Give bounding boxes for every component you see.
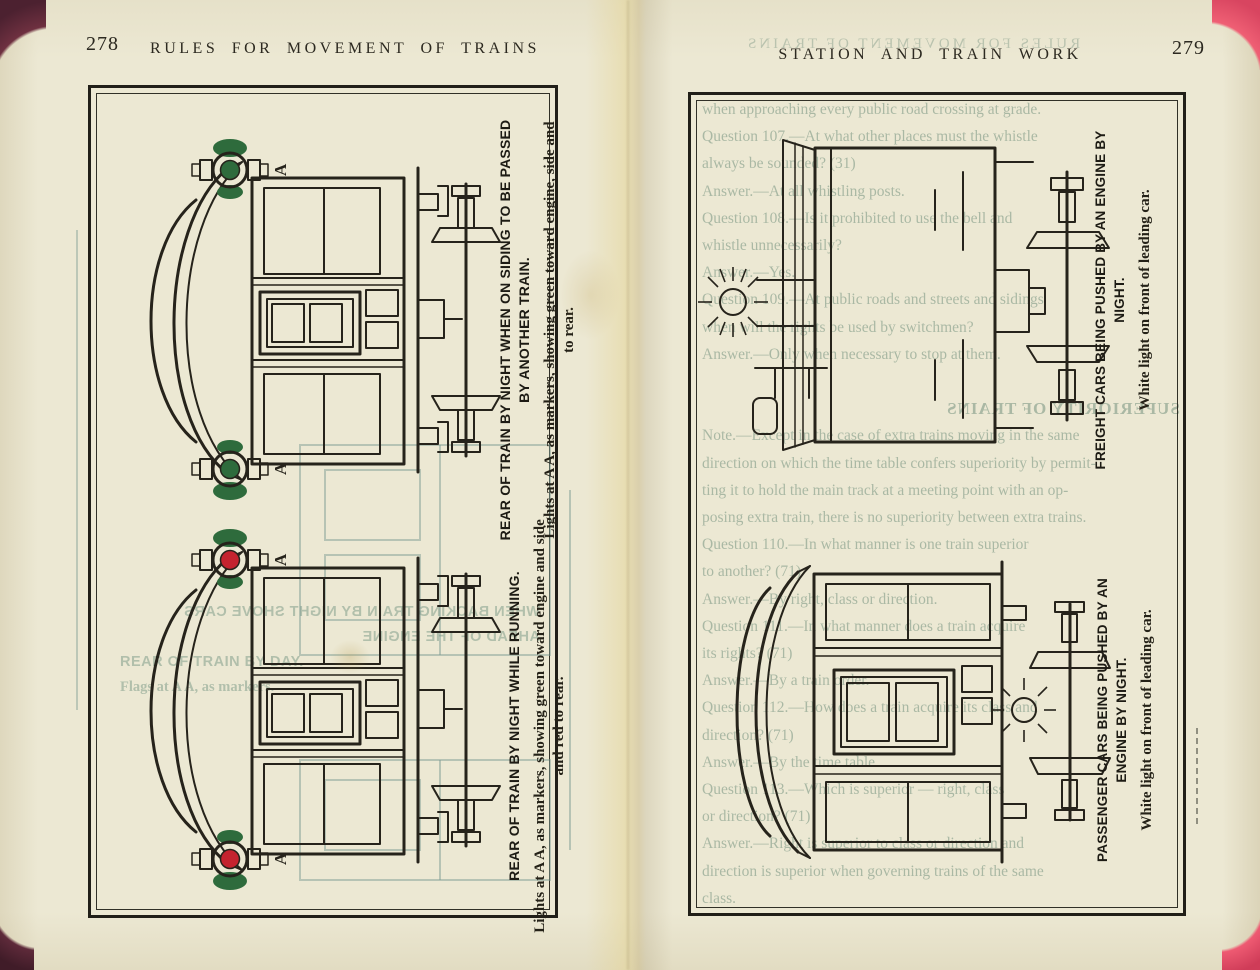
ghost-dashed-line [1196,728,1198,824]
flat-car-body [752,139,997,451]
marker-lamp-icon [191,440,269,500]
page-number-right: 279 [1172,37,1205,59]
marker-label-a: A [271,852,290,865]
caption-heading: FREIGHT CARS BEING PUSHED BY AN ENGINE B… [1093,130,1127,470]
car-body [250,176,406,466]
ghost-border-line [76,230,78,710]
platform-and-wheels [416,166,501,474]
caption-passenger-cars-pushed: PASSENGER CARS BEING PUSHED BY AN ENGINE… [1093,550,1165,890]
marker-label-a: A [271,462,290,475]
running-head-right: STATION AND TRAIN WORK [778,46,1082,63]
caboose-rear-view-drawing-siding: A A [149,139,501,500]
roof-arcs [735,565,811,859]
marker-lamp-icon [191,139,269,199]
book-cover-corner [0,906,34,970]
car-body [812,572,1004,852]
platform-and-wheels [1000,560,1111,864]
marker-label-a: A [271,163,290,176]
caption-subtext: Lights at A A, as markers, showing green… [532,519,567,933]
coupler-and-wheels [994,161,1110,429]
passenger-car-drawing [735,560,1111,864]
caption-subtext: Lights at A A, as markers, showing green… [542,121,577,539]
platform-and-wheels [416,556,501,864]
caption-subtext: White light on front of leading car. [1137,189,1153,411]
page-number-left: 278 [86,33,119,55]
marker-label-a: A [271,553,290,566]
car-body [250,566,406,856]
lantern-icon [698,267,768,337]
marker-lamp-icon [191,830,269,890]
caption-heading: REAR OF TRAIN BY NIGHT WHEN ON SIDING TO… [497,119,532,541]
running-head-left: RULES FOR MOVEMENT OF TRAINS [150,40,540,57]
marker-lamp-icon [191,529,269,589]
gutter-crease [627,0,629,970]
caption-subtext: White light on front of leading car. [1139,609,1155,831]
caption-heading: REAR OF TRAIN BY NIGHT WHILE RUNNING. [506,571,522,881]
caption-freight-cars-pushed: FREIGHT CARS BEING PUSHED BY AN ENGINE B… [1091,130,1163,470]
freight-car-drawing [698,139,1110,451]
caption-rear-of-train-siding: REAR OF TRAIN BY NIGHT WHEN ON SIDING TO… [496,115,582,545]
caboose-rear-view-drawing-running: A A [149,529,501,890]
brake-platform [754,279,828,399]
roof-arcs [149,551,243,871]
caption-rear-of-train-running: REAR OF TRAIN BY NIGHT WHILE RUNNING. Li… [505,511,573,941]
roof-arcs [149,161,243,481]
book-cover-corner [1212,0,1260,70]
caption-heading: PASSENGER CARS BEING PUSHED BY AN ENGINE… [1095,578,1129,862]
book-cover-corner [1222,912,1260,970]
book-cover-corner [0,0,46,84]
